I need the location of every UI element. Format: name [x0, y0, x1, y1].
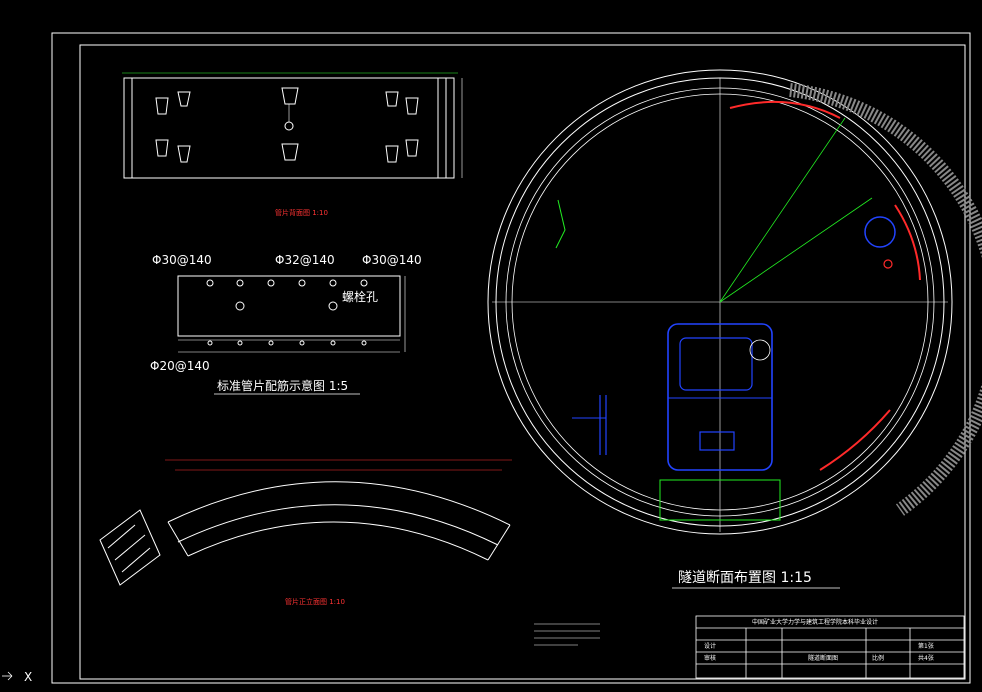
- title-block-check: 审核: [704, 654, 716, 662]
- notes-block: [534, 623, 600, 646]
- segment-back-view-title: 管片背面图 1:10: [275, 208, 328, 217]
- title-block-total: 共4张: [918, 654, 934, 662]
- segment-back-view: [122, 72, 463, 179]
- rebar-label-top-right: Φ30@140: [362, 253, 422, 267]
- rebar-schematic-title: 标准管片配筋示意图 1:5: [217, 378, 348, 393]
- segment-arc-elevation-title: 管片正立面图 1:10: [285, 597, 345, 606]
- rebar-label-bottom-left: Φ20@140: [150, 359, 210, 373]
- rebar-label-top-left: Φ30@140: [152, 253, 212, 267]
- ucs-axis-icon: [2, 671, 13, 681]
- rebar-schematic: [177, 275, 406, 353]
- tunnel-cross-section: [487, 69, 982, 535]
- segment-arc-elevation: [99, 459, 512, 586]
- drawing-frame: [51, 32, 971, 684]
- title-block-drawing-name: 隧道断面图: [808, 654, 838, 662]
- rebar-label-bolt-hole: 螺栓孔: [342, 289, 378, 304]
- title-block-design: 设计: [704, 642, 716, 650]
- title-block-sheet: 第1张: [918, 642, 934, 650]
- title-block-scale: 比例: [872, 654, 884, 662]
- tunnel-section-title: 隧道断面布置图 1:15: [678, 570, 812, 586]
- rebar-label-top-mid: Φ32@140: [275, 253, 335, 267]
- ucs-axis-x-label: X: [24, 670, 32, 684]
- title-block-heading: 中国矿业大学力学与建筑工程学院本科毕业设计: [752, 618, 878, 626]
- title-block: [695, 615, 965, 679]
